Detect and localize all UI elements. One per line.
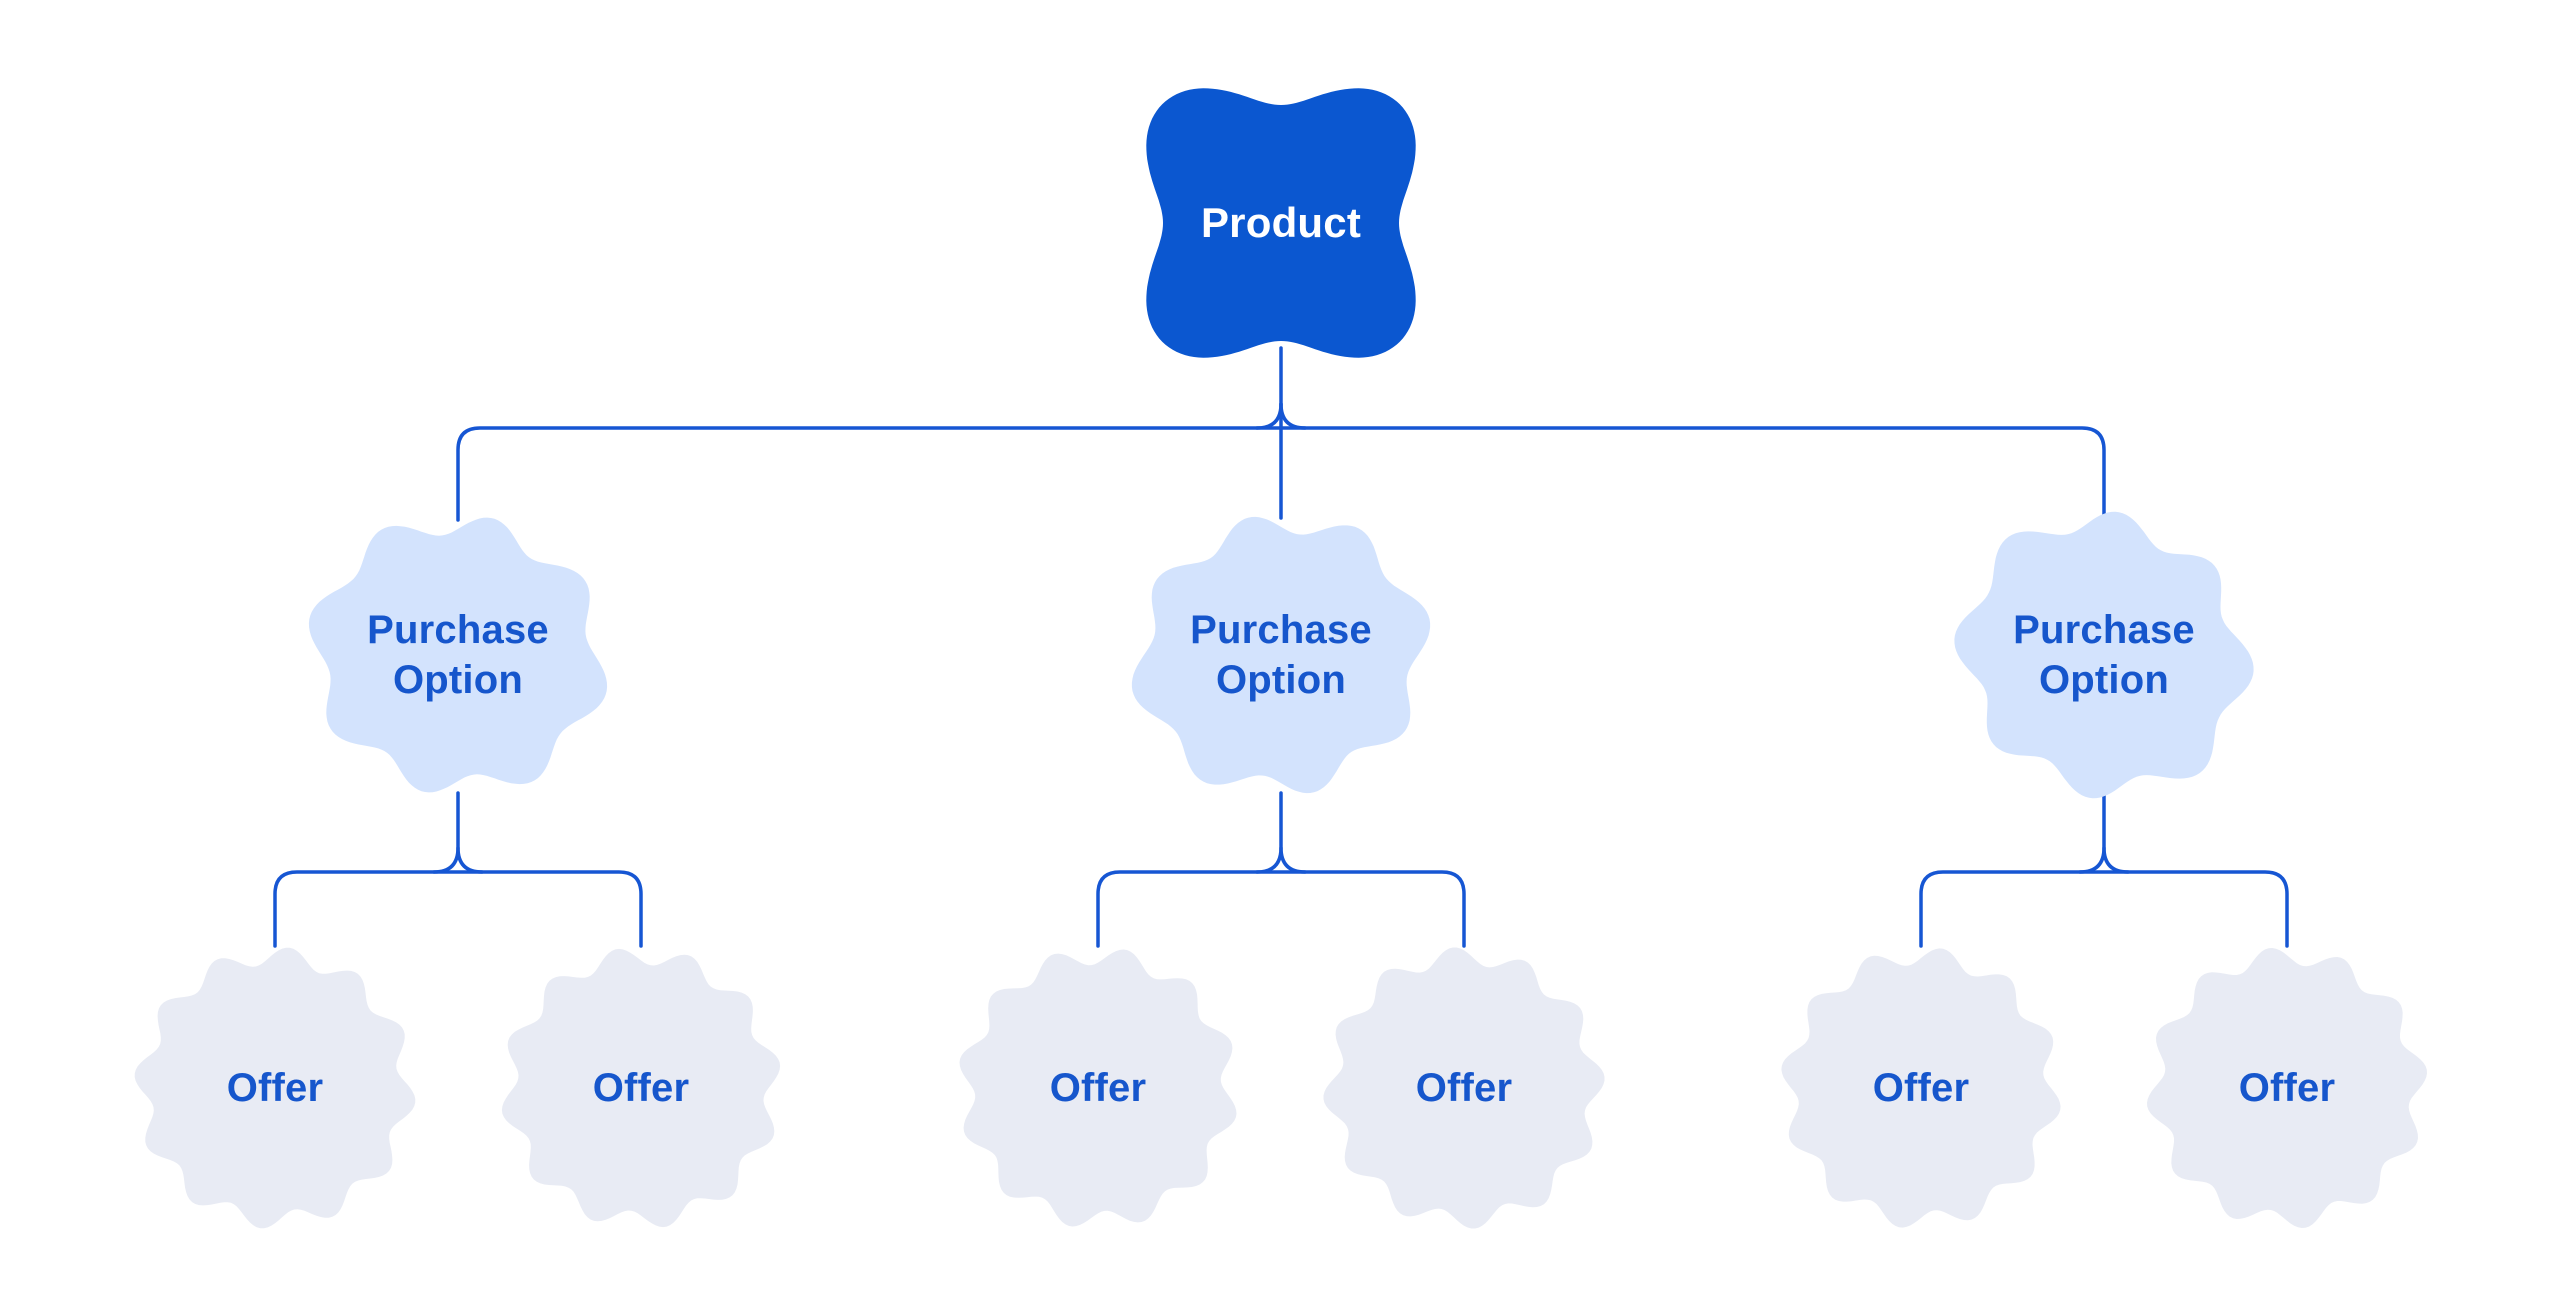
purchase-option-node-label: Purchase Option [367, 608, 549, 702]
purchase-option-node-label: Purchase Option [2013, 608, 2195, 702]
connector-bus-left [273, 870, 643, 948]
connector-fillet-center-right [1279, 402, 1307, 430]
connector-stem-center [1255, 791, 1283, 874]
product-node-label: Product [1200, 198, 1362, 246]
connector-fillet-center2 [1279, 846, 1307, 874]
connector-bus-center [1096, 870, 1466, 948]
connector-fillet-right [2102, 846, 2130, 874]
offer-node-shape [501, 948, 781, 1228]
purchase-option-node-shape [1954, 511, 2254, 799]
offer-node-label: Offer [1049, 1066, 1147, 1110]
offer-node-label: Offer [1872, 1066, 1970, 1110]
product-node-shape [1146, 88, 1416, 358]
offer-node-label: Offer [1415, 1066, 1513, 1110]
purchase-option-node-shape [308, 517, 608, 793]
offer-node-shape [134, 947, 416, 1229]
offer-node-shape [1781, 948, 2061, 1228]
purchase-option-node-shape [1131, 516, 1431, 794]
connector-fillet-center-left [1255, 402, 1283, 430]
offer-node-shape [1323, 947, 1605, 1229]
connector-bus-right [1919, 870, 2289, 948]
purchase-option-node-label: Purchase Option [1190, 608, 1372, 702]
connector-stem-left [432, 791, 460, 874]
offer-node-label: Offer [226, 1066, 324, 1110]
connector-stem-right [2078, 791, 2106, 874]
offer-node-shape [959, 949, 1237, 1227]
offer-node-label: Offer [2238, 1066, 2336, 1110]
offer-node-label: Offer [592, 1066, 690, 1110]
offer-node-shape [2147, 948, 2427, 1228]
connector-lines [273, 346, 2289, 948]
connector-fillet-left [456, 846, 484, 874]
